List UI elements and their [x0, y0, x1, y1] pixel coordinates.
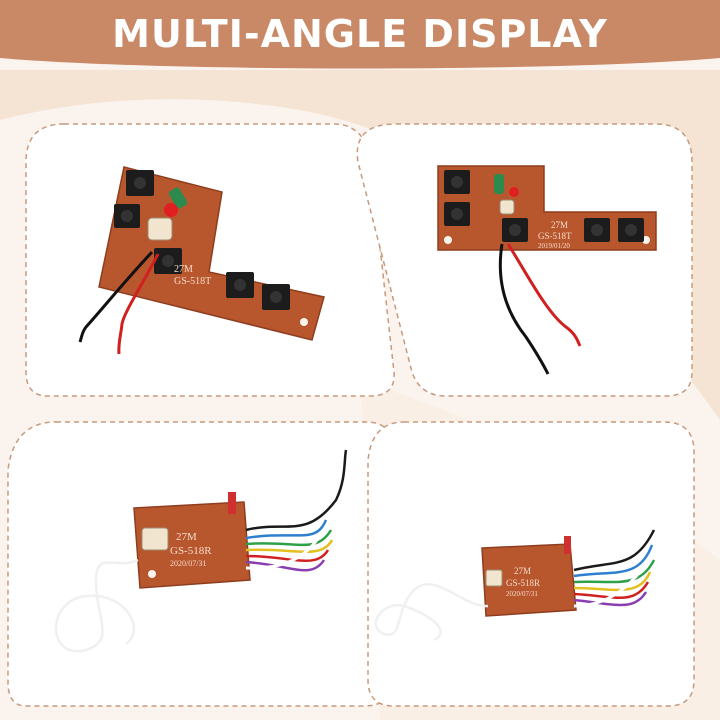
- banner-title: MULTI-ANGLE DISPLAY: [112, 12, 608, 56]
- pcb-model-label: GS-518R: [506, 578, 540, 588]
- power-wires: [498, 243, 582, 375]
- pcb-freq-label: 27M: [174, 264, 193, 275]
- panel-bottom-left: 27M GS-518R 2020/07/31: [6, 420, 396, 710]
- pcb-board: 27M GS-518T 2019/01/20: [437, 165, 657, 251]
- pcb-model-label: GS-518R: [170, 545, 212, 557]
- pcb-model-label: GS-518T: [538, 231, 572, 241]
- antenna-wire: [374, 583, 489, 642]
- pcb-board: 27M GS-518R 2020/07/31: [133, 492, 251, 589]
- pcb-date-label: 2020/07/31: [506, 590, 538, 598]
- title-banner: [0, 0, 720, 69]
- antenna-wire: [54, 558, 139, 653]
- panel-top-right: 27M GS-518T 2019/01/20: [356, 122, 696, 398]
- signal-wires: [245, 449, 348, 572]
- pcb-board: 27M GS-518R 2020/07/31: [481, 536, 577, 617]
- pcb-date-label: 2020/07/31: [170, 559, 206, 568]
- power-wires: [78, 250, 160, 355]
- panel-top-left: 27M GS-518T: [24, 122, 396, 398]
- pcb-model-label: GS-518T: [174, 276, 211, 287]
- pcb-freq-label: 27M: [176, 531, 197, 543]
- signal-wires: [573, 529, 662, 608]
- pcb-date-label: 2019/01/20: [538, 242, 570, 250]
- panel-bottom-right: 27M GS-518R 2020/07/31: [364, 420, 698, 710]
- pcb-freq-label: 27M: [514, 566, 531, 576]
- pcb-freq-label: 27M: [551, 220, 568, 230]
- pcb-board: 27M GS-518T: [98, 166, 325, 341]
